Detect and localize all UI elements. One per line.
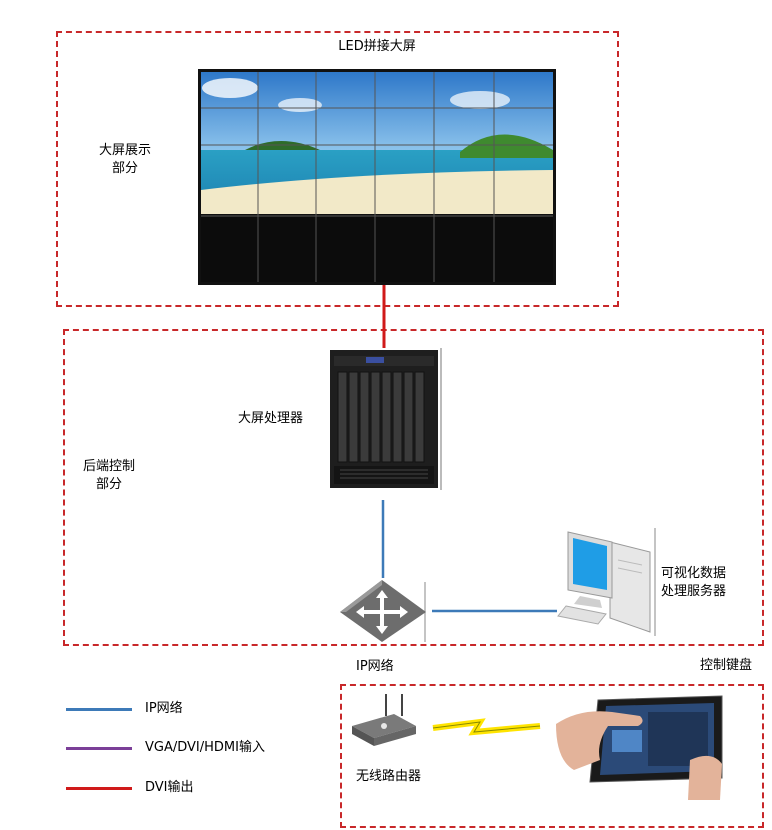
- legend-ip-line: [66, 708, 132, 711]
- router-label: 无线路由器: [356, 769, 422, 784]
- display-zone-title: LED拼接大屏: [338, 39, 416, 54]
- switch-icon: [340, 580, 426, 642]
- backend-side-label-line2: 部分: [95, 477, 122, 492]
- legend-ip-label: IP网络: [145, 701, 183, 716]
- wireless-link-icon: [432, 718, 541, 736]
- switch-label: IP网络: [356, 659, 394, 674]
- legend: IP网络 VGA/DVI/HDMI输入 DVI输出: [66, 700, 326, 800]
- legend-vga-line: [66, 747, 132, 750]
- legend-vga-label: VGA/DVI/HDMI输入: [145, 740, 265, 755]
- backend-side-label-line1: 后端控制: [82, 459, 135, 474]
- video-wall-icon: [198, 69, 556, 285]
- processor-label: 大屏处理器: [238, 411, 304, 426]
- legend-dvi-label: DVI输出: [145, 780, 194, 795]
- server-label-line2: 处理服务器: [661, 584, 727, 599]
- processor-chassis-icon: [330, 348, 442, 490]
- display-zone: [56, 31, 619, 307]
- tablet-hand-icon: [556, 695, 723, 800]
- display-side-label-line1: 大屏展示: [98, 143, 151, 158]
- server-label: 可视化数据 处理服务器: [661, 565, 726, 601]
- display-side-label-line2: 部分: [111, 161, 138, 176]
- backend-side-label: 后端控制 部分: [64, 458, 154, 494]
- display-side-label: 大屏展示 部分: [80, 142, 170, 178]
- wireless-router-icon: [352, 694, 416, 746]
- control-zone: [340, 684, 764, 828]
- desktop-computer-icon: [557, 528, 656, 636]
- control-zone-title: 控制键盘: [700, 658, 753, 673]
- legend-dvi-line: [66, 787, 132, 790]
- backend-zone: [63, 329, 764, 646]
- server-label-line1: 可视化数据: [661, 566, 727, 581]
